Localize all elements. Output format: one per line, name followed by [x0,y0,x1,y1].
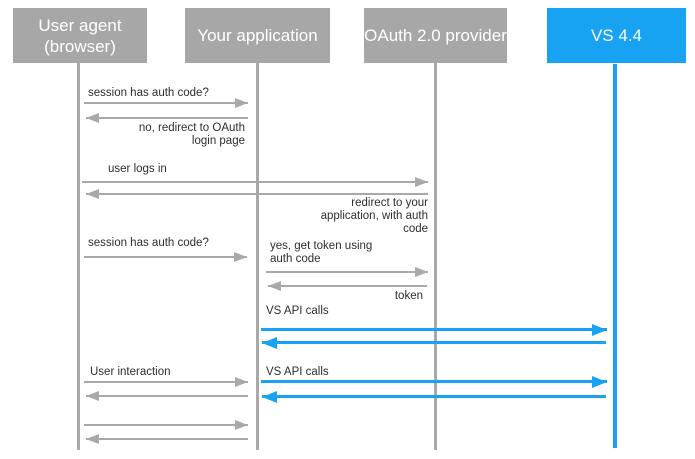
lifeline-your-application [256,63,259,450]
arrow-token-response [268,285,427,287]
arrow-browser-app-request [84,424,248,426]
lifeline-oauth-provider [434,63,437,450]
arrow-user-logs-in [82,181,428,183]
actor-box-user-agent: User agent (browser) [13,8,147,63]
message-label-session-check-1: session has auth code? [88,87,209,99]
arrow-get-token [266,271,428,273]
message-label-vs-api-calls-2: VS API calls [266,366,329,378]
message-label-redirect-oauth: no, redirect to OAuth login page [138,122,245,147]
message-label-user-logs-in: user logs in [108,163,167,175]
arrow-vs-api-response-1 [262,341,606,344]
actor-box-oauth-provider: OAuth 2.0 provider [364,8,507,63]
message-label-token: token [394,290,423,302]
message-label-vs-api-calls-1: VS API calls [266,305,329,317]
lifeline-vs-4-4 [613,64,617,448]
arrow-user-interaction [84,381,248,383]
arrow-session-check-2 [84,256,247,258]
arrow-session-check-1 [84,102,248,104]
actor-box-vs-4-4: VS 4.4 [547,8,686,63]
arrow-interaction-response [86,395,248,397]
message-label-user-interaction: User interaction [90,366,171,378]
arrow-redirect-with-code [86,193,428,195]
message-label-session-check-2: session has auth code? [88,237,209,249]
lifeline-user-agent [77,63,80,450]
arrow-redirect-to-oauth [86,117,248,119]
arrow-app-browser-response [86,438,248,440]
arrow-vs-api-response-2 [262,395,606,398]
actor-box-your-application: Your application [185,8,330,63]
arrow-vs-api-call-1 [261,328,607,331]
message-label-redirect-code: redirect to your application, with auth … [320,197,428,235]
arrow-vs-api-call-2 [261,380,607,383]
message-label-get-token: yes, get token using auth code [270,240,373,265]
